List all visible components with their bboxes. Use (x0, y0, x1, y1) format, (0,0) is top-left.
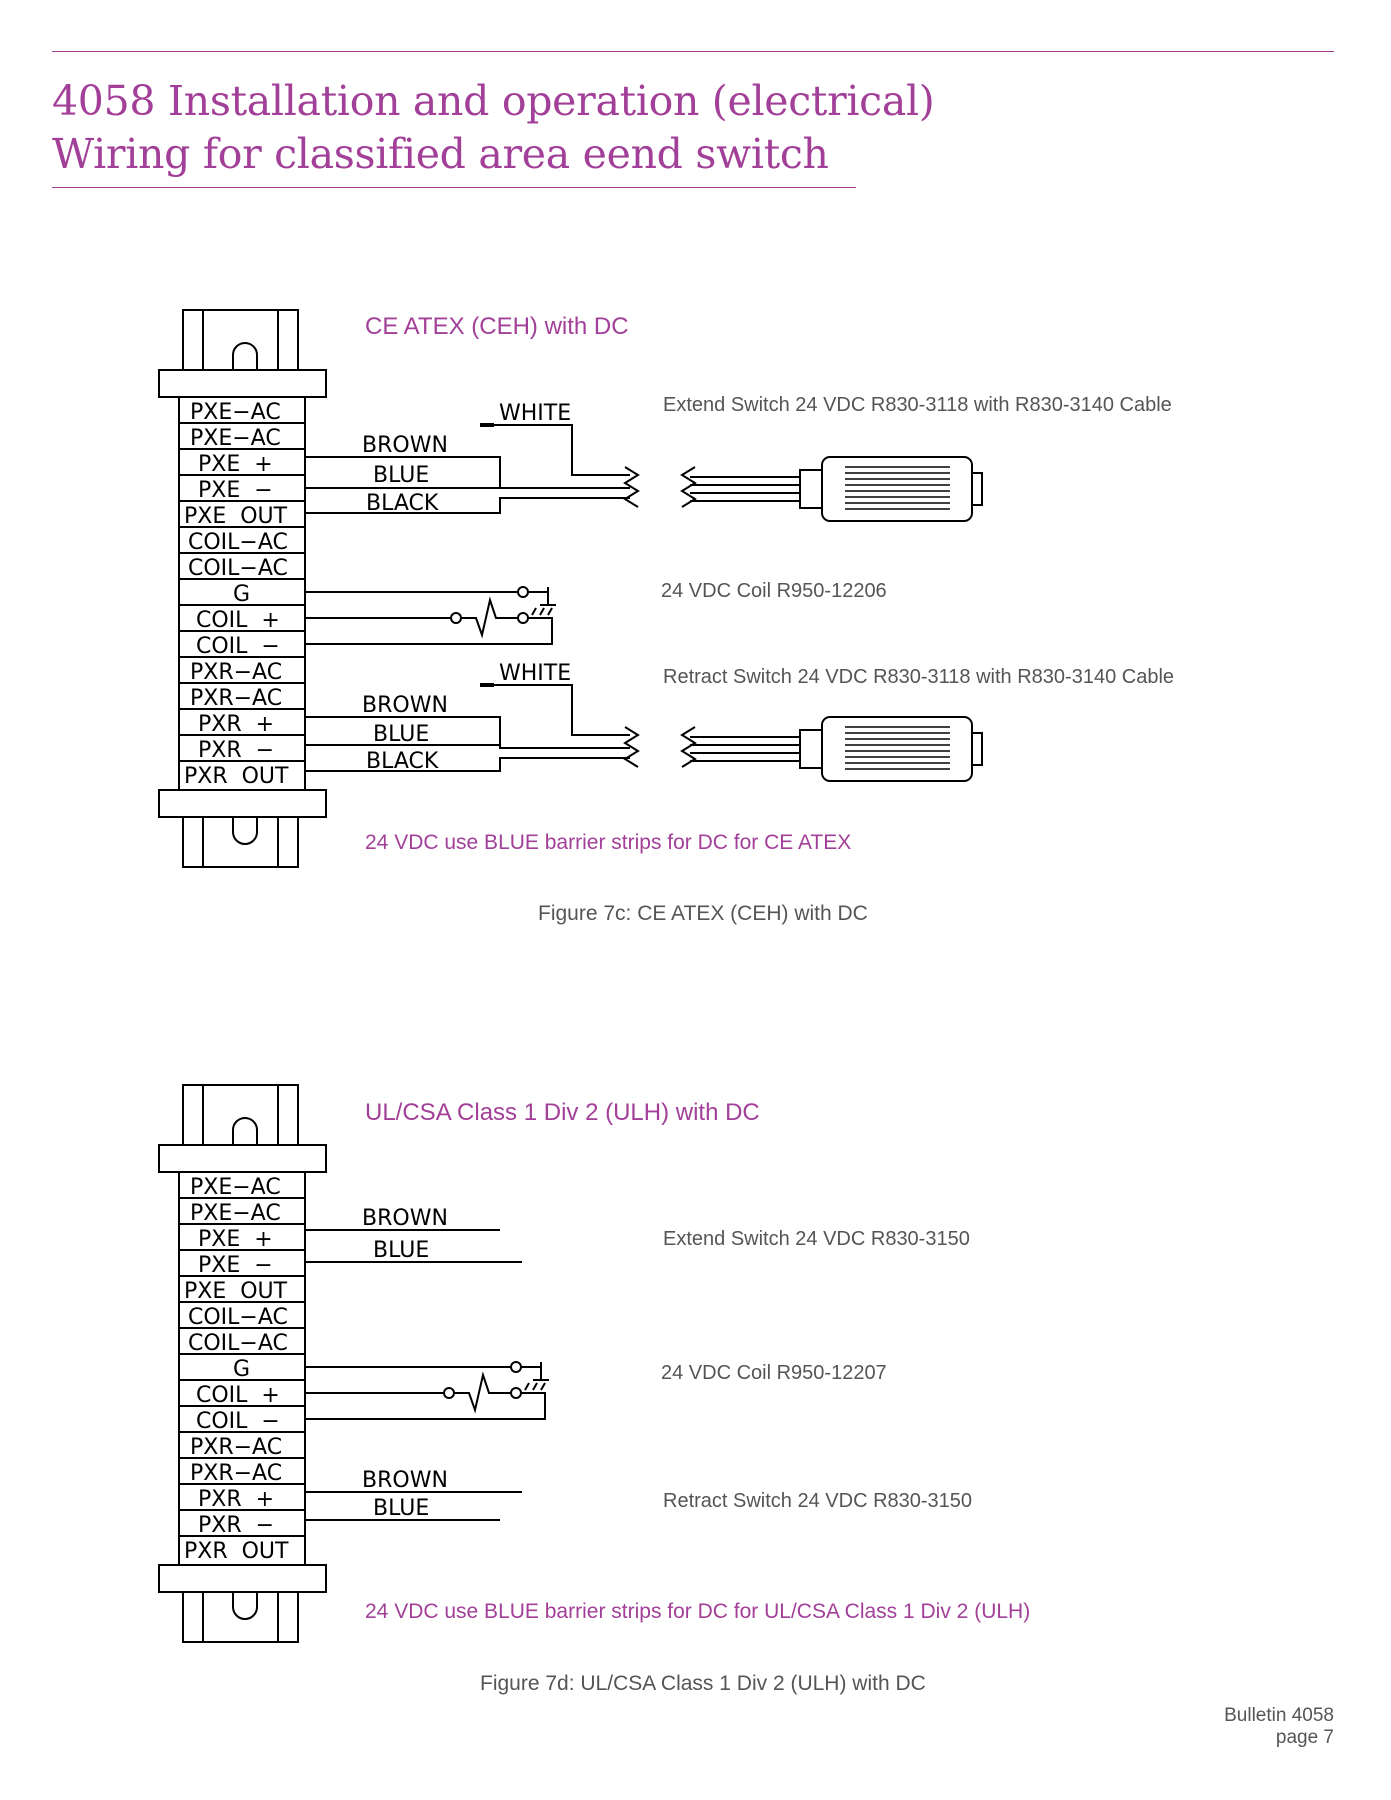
terminal-label: PXE−AC (190, 400, 281, 425)
terminal-label: PXE + (198, 452, 273, 477)
wire-labels: WHITE BROWN BLUE BLACK WHITE BROWN BLUE … (362, 401, 571, 774)
terminal-label: G (233, 582, 250, 607)
terminal-label: PXR + (198, 712, 274, 737)
terminal-label: PXE−AC (190, 426, 281, 451)
terminal-block-top-housing (182, 309, 299, 376)
connector-nut (799, 729, 823, 769)
page-footer: Bulletin 4058 page 7 (1224, 1705, 1334, 1749)
terminal-block-top-flange (158, 369, 327, 398)
terminal-block-bottom-housing (182, 1591, 299, 1643)
terminal-label: COIL−AC (188, 1331, 288, 1356)
terminal-label: PXE − (198, 1253, 273, 1278)
terminal-label: COIL + (196, 608, 280, 633)
mounting-slot-bottom (232, 1592, 258, 1620)
terminal-label: PXE + (198, 1227, 273, 1252)
terminal-block-bottom-flange (158, 789, 327, 818)
terminal-label: PXE−AC (190, 1201, 281, 1226)
terminal-label: COIL−AC (188, 530, 288, 555)
extend-switch-ribs (845, 466, 950, 510)
figure-7c-wiring-diagram: PXE−AC PXE−AC PXE + PXE − PXE OUT COIL−A… (158, 309, 983, 868)
terminal-block-top-housing (182, 1084, 299, 1151)
wire-label-brown: BROWN (362, 433, 448, 458)
terminal-labels: PXE−AC PXE−AC PXE + PXE − PXE OUT COIL−A… (184, 1175, 289, 1564)
extend-switch-tip (971, 472, 983, 506)
figure-7c-extend-label: Extend Switch 24 VDC R830-3118 with R830… (663, 394, 1172, 416)
wire-label-brown: BROWN (362, 1206, 448, 1231)
figure-7d-extend-label: Extend Switch 24 VDC R830-3150 (663, 1228, 970, 1250)
figure-7c-retract-label: Retract Switch 24 VDC R830-3118 with R83… (663, 666, 1175, 688)
mounting-slot-bottom (232, 817, 258, 845)
wire-labels: BROWN BLUE BROWN BLUE (362, 1206, 448, 1521)
wire-label-blue: BLUE (373, 1496, 429, 1521)
figure-7d-wiring-diagram: PXE−AC PXE−AC PXE + PXE − PXE OUT COIL−A… (158, 1084, 549, 1643)
figure-7c-note: 24 VDC use BLUE barrier strips for DC fo… (365, 831, 852, 854)
extend-switch-wiring (305, 423, 983, 522)
figure-7c-heading: CE ATEX (CEH) with DC (365, 313, 629, 340)
terminal-label: PXR−AC (190, 660, 282, 685)
terminal-label: PXR − (198, 1513, 274, 1538)
retract-switch-wiring (305, 1491, 522, 1521)
terminal-block-top-flange (158, 1144, 327, 1173)
terminal-labels: PXE−AC PXE−AC PXE + PXE − PXE OUT COIL−A… (184, 400, 289, 789)
retract-switch-ribs (845, 726, 950, 770)
figure-7c-coil-label: 24 VDC Coil R950-12206 (661, 580, 887, 602)
terminal-label: COIL−AC (188, 1305, 288, 1330)
extend-switch-wiring (305, 1229, 522, 1263)
terminal-block-bottom-flange (158, 1564, 327, 1593)
terminal-label: PXR + (198, 1487, 274, 1512)
terminal-label: COIL + (196, 1383, 280, 1408)
terminal-label: PXR−AC (190, 1461, 282, 1486)
terminal-row-dividers (179, 1197, 305, 1537)
wire-label-brown: BROWN (362, 1468, 448, 1493)
terminal-label: COIL − (196, 1409, 280, 1434)
figure-7d-retract-label: Retract Switch 24 VDC R830-3150 (663, 1490, 973, 1512)
top-rule (52, 51, 1334, 52)
terminal-label: PXR OUT (184, 764, 289, 789)
page-title-line-2: Wiring for classified area eend switch (52, 130, 829, 178)
wire-label-white: WHITE (499, 401, 571, 426)
cable-break-left (623, 726, 640, 768)
retract-switch-wiring (305, 683, 983, 782)
terminal-label: PXR−AC (190, 686, 282, 711)
mounting-slot-top (232, 342, 258, 370)
figure-7d-note: 24 VDC use BLUE barrier strips for DC fo… (365, 1600, 1031, 1623)
title-underline (52, 187, 856, 188)
terminal-block-bottom-housing (182, 816, 299, 868)
wire-label-blue: BLUE (373, 463, 429, 488)
terminal-label: PXR OUT (184, 1539, 289, 1564)
terminal-label: G (233, 1357, 250, 1382)
terminal-label: PXE − (198, 478, 273, 503)
terminal-label: PXR − (198, 738, 274, 763)
connector-nut (799, 469, 823, 509)
wire-label-blue: BLUE (373, 722, 429, 747)
page-title-line-1: 4058 Installation and operation (electri… (52, 77, 935, 125)
bulletin-number: Bulletin 4058 (1224, 1705, 1334, 1726)
figure-7d-caption: Figure 7d: UL/CSA Class 1 Div 2 (ULH) wi… (480, 1672, 926, 1695)
wire-label-black: BLACK (366, 749, 439, 774)
mounting-slot-top (232, 1117, 258, 1145)
terminal-label: PXR−AC (190, 1435, 282, 1460)
wire-label-blue: BLUE (373, 1238, 429, 1263)
figure-7d-coil-label: 24 VDC Coil R950-12207 (661, 1362, 887, 1384)
terminal-label: PXE−AC (190, 1175, 281, 1200)
wire-label-white: WHITE (499, 661, 571, 686)
terminal-label: PXE OUT (184, 504, 288, 529)
coil-wiring (305, 1361, 549, 1420)
terminal-label: COIL−AC (188, 556, 288, 581)
coil-wiring (305, 586, 556, 645)
page-number: page 7 (1275, 1727, 1334, 1748)
wire-label-brown: BROWN (362, 693, 448, 718)
terminal-label: PXE OUT (184, 1279, 288, 1304)
wire-label-black: BLACK (366, 491, 439, 516)
terminal-label: COIL − (196, 634, 280, 659)
figure-7d-heading: UL/CSA Class 1 Div 2 (ULH) with DC (365, 1099, 760, 1126)
figure-7c-caption: Figure 7c: CE ATEX (CEH) with DC (538, 902, 868, 925)
terminal-row-dividers (179, 422, 305, 762)
cable-break-left (623, 466, 640, 508)
retract-switch-tip (971, 732, 983, 766)
